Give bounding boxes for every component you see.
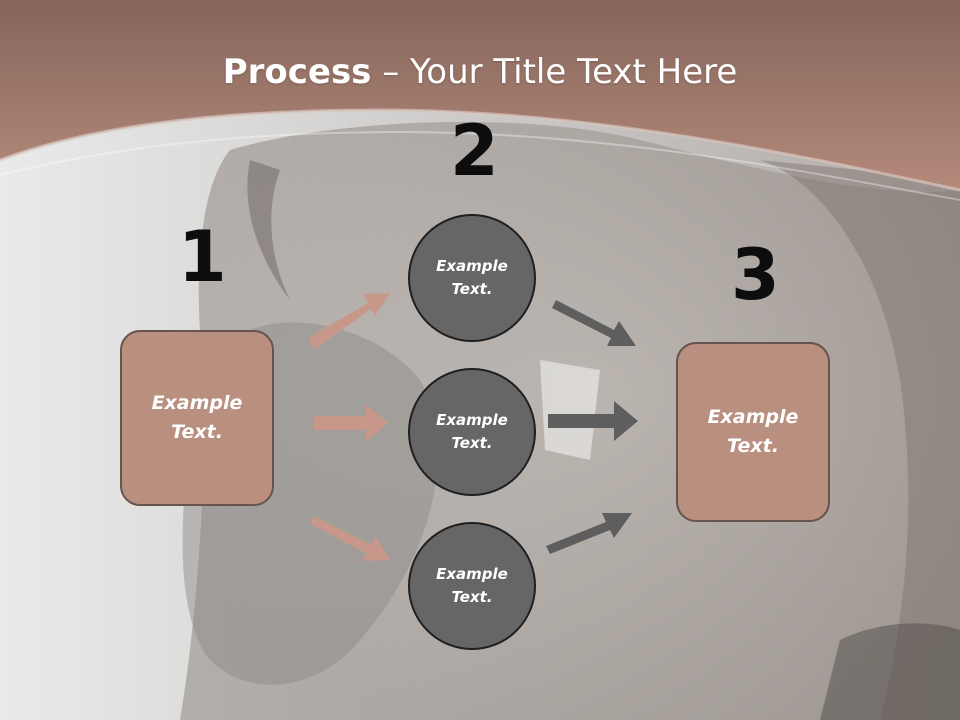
title-rest: – Your Title Text Here bbox=[371, 52, 738, 92]
middle-circle-bottom-text: Example Text. bbox=[436, 565, 508, 606]
middle-circle-middle: Example Text. bbox=[408, 368, 536, 496]
middle-circle-top-text: Example Text. bbox=[436, 257, 508, 298]
slide-title: Process – Your Title Text Here bbox=[0, 52, 960, 92]
target-box-text: Example Text. bbox=[707, 406, 799, 457]
source-box: Example Text. bbox=[120, 330, 274, 506]
arrow-out-bottom bbox=[546, 513, 632, 554]
step-number-2: 2 bbox=[450, 110, 499, 192]
title-bold: Process bbox=[222, 52, 372, 92]
middle-circle-top: Example Text. bbox=[408, 214, 536, 342]
arrow-in-bottom bbox=[310, 516, 390, 561]
arrow-in-group bbox=[308, 293, 390, 561]
step-number-1: 1 bbox=[178, 216, 227, 298]
arrow-out-middle bbox=[548, 401, 638, 441]
middle-circle-bottom: Example Text. bbox=[408, 522, 536, 650]
target-box: Example Text. bbox=[676, 342, 830, 522]
arrow-in-top bbox=[308, 293, 390, 350]
middle-circle-middle-text: Example Text. bbox=[436, 411, 508, 452]
arrow-out-group bbox=[546, 300, 638, 554]
source-box-text: Example Text. bbox=[151, 392, 243, 443]
arrow-out-top bbox=[552, 300, 636, 346]
step-number-3: 3 bbox=[731, 234, 780, 316]
arrow-in-middle bbox=[314, 404, 388, 442]
